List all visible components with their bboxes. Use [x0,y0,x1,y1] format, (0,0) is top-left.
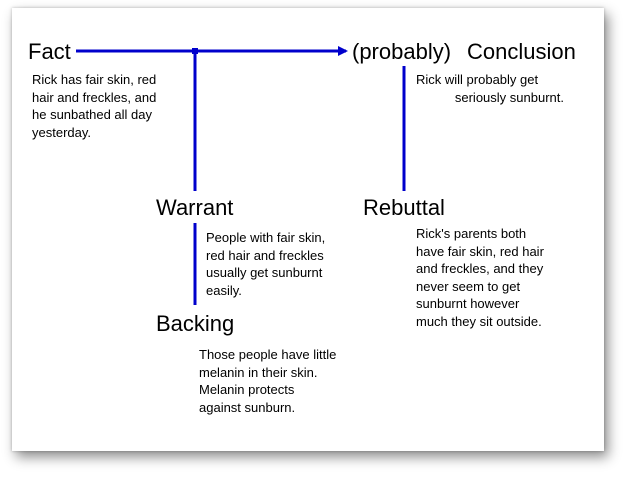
backing-text-line: Those people have little [199,347,337,362]
rebuttal-text-line: and freckles, and they [416,261,544,276]
warrant-text-line: red hair and freckles [206,247,324,263]
fact-text-line: yesterday. [32,124,92,140]
warrant-label: Warrant [156,195,234,220]
warrant-text-line: usually get sunburnt [206,265,323,280]
conclusion-label: Conclusion [467,39,576,64]
rebuttal-label: Rebuttal [363,195,445,220]
conclusion-text-line: Rick will probably get [416,72,539,87]
rebuttal-text-line: have fair skin, red hair [416,243,544,259]
backing-text-line: melanin in their skin. [199,364,318,380]
warrant-text-line: People with fair skin, [206,230,326,245]
backing-label: Backing [156,311,235,336]
rebuttal-text-line: Rick's parents both [416,226,527,241]
fact-text-line: Rick has fair skin, red [32,72,157,87]
diagram-slide: Fact (probably) Conclusion Warrant Rebut… [12,8,604,451]
backing-text-line: Melanin protects [199,382,295,397]
warrant-text: People with fair skin, red hair and frec… [206,229,325,299]
conclusion-text: Rick will probably get seriously sunburn… [416,71,564,106]
conclusion-text-line: seriously sunburnt. [454,89,564,105]
rebuttal-text-line: never seem to get [416,278,521,294]
fact-label: Fact [28,39,71,64]
rebuttal-text-line: much they sit outside. [416,313,542,329]
backing-text-line: against sunburn. [199,399,296,415]
fact-text-line: hair and freckles, and [32,89,157,105]
warrant-text-line: easily. [206,282,242,298]
fact-text-line: he sunbathed all day [32,107,152,122]
qualifier-label: (probably) [352,39,452,64]
rebuttal-text: Rick's parents both have fair skin, red … [416,225,544,330]
fact-text: Rick has fair skin, red hair and freckle… [32,71,156,141]
backing-text: Those people have little melanin in thei… [199,346,336,416]
rebuttal-text-line: sunburnt however [416,296,520,311]
connector-lines [76,46,406,305]
